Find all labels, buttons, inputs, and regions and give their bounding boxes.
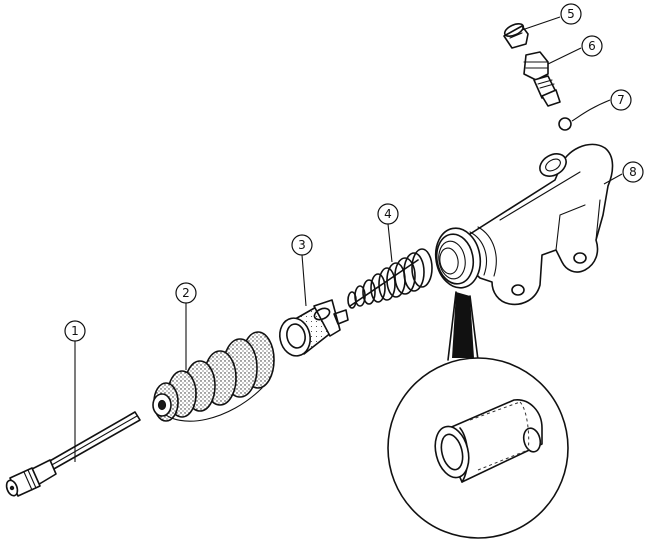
bleeder-screw-part — [523, 51, 561, 107]
callout-2: 2 — [175, 282, 197, 304]
callout-7: 7 — [610, 89, 632, 111]
leader-lines — [74, 16, 623, 462]
callout-1: 1 — [64, 320, 86, 342]
callout-3-number: 3 — [298, 238, 306, 252]
detail-inset — [387, 291, 569, 539]
callout-2-number: 2 — [182, 286, 190, 300]
return-spring-part — [347, 248, 433, 309]
callout-5: 5 — [560, 3, 582, 25]
piston-part — [279, 299, 349, 357]
callout-4-number: 4 — [384, 207, 392, 221]
callout-3: 3 — [291, 234, 313, 256]
callout-7-number: 7 — [617, 93, 625, 107]
push-rod-part — [5, 411, 141, 497]
callout-8-number: 8 — [629, 165, 637, 179]
callout-1-number: 1 — [71, 324, 79, 338]
callout-8: 8 — [622, 161, 644, 183]
callout-4: 4 — [377, 203, 399, 225]
cylinder-body-part — [434, 143, 614, 306]
callout-5-number: 5 — [567, 7, 575, 21]
callout-6: 6 — [581, 35, 603, 57]
callout-6-number: 6 — [588, 39, 596, 53]
rubber-boot-part — [152, 331, 275, 422]
check-ball-part — [558, 117, 572, 131]
bleeder-cap-part — [503, 23, 529, 49]
